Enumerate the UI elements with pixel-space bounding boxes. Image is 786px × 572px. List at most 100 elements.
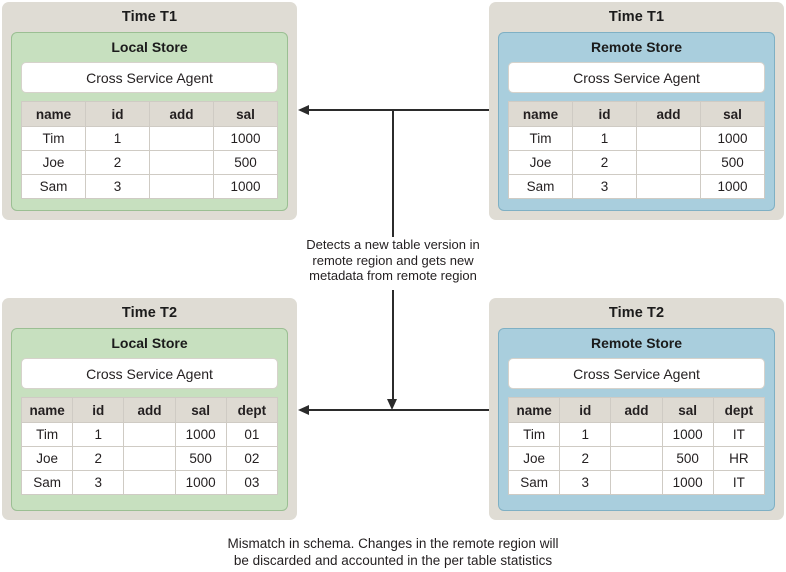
column-header-add: add	[610, 397, 663, 423]
arrow-head-t2-to-local	[298, 404, 309, 415]
column-header-sal: sal	[700, 101, 765, 127]
store-box-t2-remote: Remote Store Cross Service Agent name id…	[498, 328, 775, 511]
cell-add	[636, 126, 701, 151]
cell-name: Tim	[507, 422, 561, 447]
cell-sal: 500	[661, 446, 714, 471]
cell-id: 1	[72, 422, 125, 447]
cell-id: 2	[559, 446, 612, 471]
table-row: Joe 2 500 HR	[507, 446, 766, 471]
cell-id: 2	[72, 446, 125, 471]
panel-t2-remote: Time T2 Remote Store Cross Service Agent…	[489, 298, 784, 520]
column-header-add: add	[123, 397, 176, 423]
cell-sal: 1000	[661, 422, 714, 447]
column-header-name: name	[507, 397, 561, 423]
column-header-dept: dept	[225, 397, 279, 423]
column-header-dept: dept	[712, 397, 766, 423]
column-header-id: id	[559, 397, 612, 423]
cell-name: Joe	[507, 446, 561, 471]
cell-sal: 1000	[700, 126, 765, 151]
table-header-row: name id add sal dept	[20, 397, 279, 423]
middle-annotation-line-3: metadata from remote region	[309, 268, 477, 283]
store-box-t2-local: Local Store Cross Service Agent name id …	[11, 328, 288, 511]
cell-add	[149, 150, 214, 175]
cell-id: 1	[572, 126, 637, 151]
cell-name: Joe	[508, 150, 573, 175]
table-row: Joe 2 500 02	[20, 446, 279, 471]
cell-id: 3	[85, 174, 150, 199]
time-label-t2-remote: Time T2	[608, 305, 665, 321]
store-box-t1-remote: Remote Store Cross Service Agent name id…	[498, 32, 775, 211]
store-label-t2-remote: Remote Store	[590, 335, 683, 351]
table-header-row: name id add sal	[508, 101, 765, 127]
column-header-name: name	[20, 397, 74, 423]
store-label-t1-local: Local Store	[111, 39, 188, 55]
table-header-row: name id add sal	[21, 101, 278, 127]
cell-add	[610, 422, 663, 447]
column-header-sal: sal	[213, 101, 278, 127]
connector-line-t1-horizontal	[309, 109, 489, 111]
cell-name: Tim	[20, 422, 74, 447]
cell-name: Sam	[508, 174, 573, 199]
cell-id: 2	[85, 150, 150, 175]
agent-box-t2-remote: Cross Service Agent	[508, 358, 765, 389]
cell-id: 2	[572, 150, 637, 175]
data-table-t2-local: name id add sal dept Tim 1 1000 01	[20, 397, 279, 495]
cell-add	[610, 470, 663, 495]
cell-sal: 500	[174, 446, 227, 471]
data-table-t1-remote: name id add sal Tim 1 1000 Joe	[508, 101, 765, 199]
table-header-row: name id add sal dept	[507, 397, 766, 423]
middle-annotation-line-2: remote region and gets new	[312, 252, 474, 268]
cell-dept: 03	[225, 470, 279, 495]
cell-add	[149, 174, 214, 199]
cell-sal: 1000	[700, 174, 765, 199]
cell-id: 3	[572, 174, 637, 199]
cell-dept: 02	[225, 446, 279, 471]
column-header-name: name	[21, 101, 86, 127]
cell-name: Joe	[20, 446, 74, 471]
cell-id: 1	[85, 126, 150, 151]
panel-t1-remote: Time T1 Remote Store Cross Service Agent…	[489, 2, 784, 220]
middle-annotation: Detects a new table version in remote re…	[273, 237, 513, 284]
cell-sal: 1000	[174, 470, 227, 495]
agent-box-t2-local: Cross Service Agent	[21, 358, 278, 389]
table-row: Tim 1 1000	[21, 126, 278, 151]
data-table-t1-local: name id add sal Tim 1 1000 Joe	[21, 101, 278, 199]
column-header-id: id	[72, 397, 125, 423]
column-header-id: id	[85, 101, 150, 127]
panel-t1-local: Time T1 Local Store Cross Service Agent …	[2, 2, 297, 220]
cell-dept: IT	[712, 470, 766, 495]
cell-name: Tim	[508, 126, 573, 151]
cell-sal: 1000	[661, 470, 714, 495]
time-label-t1-local: Time T1	[121, 9, 178, 25]
cell-sal: 500	[213, 150, 278, 175]
store-label-t1-remote: Remote Store	[590, 39, 683, 55]
table-row: Sam 3 1000 03	[20, 470, 279, 495]
cell-id: 3	[72, 470, 125, 495]
table-row: Tim 1 1000	[508, 126, 765, 151]
column-header-sal: sal	[174, 397, 227, 423]
bottom-annotation-line-1: Mismatch in schema. Changes in the remot…	[227, 536, 559, 551]
cell-name: Joe	[21, 150, 86, 175]
table-row: Sam 3 1000	[508, 174, 765, 199]
cell-add	[123, 446, 176, 471]
column-header-add: add	[636, 101, 701, 127]
bottom-annotation: Mismatch in schema. Changes in the remot…	[113, 536, 673, 569]
cell-add	[636, 150, 701, 175]
cell-dept: HR	[712, 446, 766, 471]
cell-id: 1	[559, 422, 612, 447]
cell-name: Sam	[507, 470, 561, 495]
arrow-head-t1-to-local	[298, 104, 309, 115]
cell-sal: 1000	[213, 174, 278, 199]
cell-dept: IT	[712, 422, 766, 447]
table-row: Joe 2 500	[21, 150, 278, 175]
table-row: Joe 2 500	[508, 150, 765, 175]
column-header-name: name	[508, 101, 573, 127]
time-label-t2-local: Time T2	[121, 305, 178, 321]
cell-sal: 1000	[213, 126, 278, 151]
table-row: Tim 1 1000 01	[20, 422, 279, 447]
agent-box-t1-remote: Cross Service Agent	[508, 62, 765, 93]
cell-name: Tim	[21, 126, 86, 151]
bottom-annotation-line-2: be discarded and accounted in the per ta…	[233, 552, 553, 568]
table-row: Tim 1 1000 IT	[507, 422, 766, 447]
